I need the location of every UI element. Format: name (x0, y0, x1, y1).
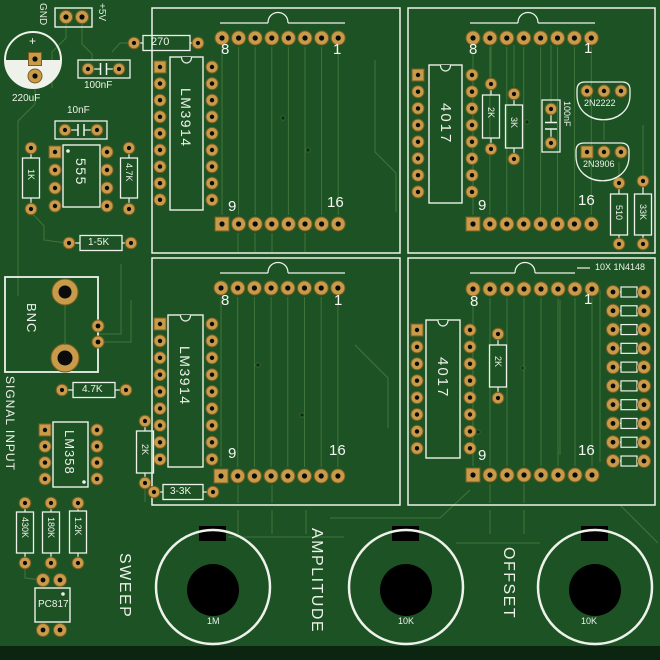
bulk-cap-polarity: + (29, 34, 38, 48)
pin-1-br: 1 (584, 291, 593, 308)
plus5v-label: +5V (96, 3, 107, 22)
pin-9-br: 9 (478, 447, 487, 464)
resistor-2k-tr-label: 2K (486, 107, 496, 119)
pin-16-tl: 16 (327, 194, 344, 211)
pin-9-tr: 9 (478, 197, 487, 214)
pin-16-bl: 16 (329, 442, 346, 459)
pin-16-br: 16 (578, 442, 595, 459)
cap-100nf-left-label: 100nF (84, 80, 113, 91)
pin-9-tl: 9 (228, 198, 237, 215)
resistor-1-5k-label: 1-5K (88, 237, 110, 248)
pin-1-bl: 1 (334, 292, 343, 309)
resistor-270-label: 270 (151, 36, 170, 48)
resistor-3-3k-label: 3-3K (170, 486, 192, 497)
resistor-33k-label: 33K (638, 204, 648, 221)
ic-lm3914-tl-label: LM3914 (178, 88, 194, 148)
amplitude-pot-label: AMPLITUDE (308, 528, 325, 634)
transistor-2n3906-label: 2N3906 (583, 159, 615, 169)
resistor-4k7-top-label: 4.7K (124, 163, 134, 182)
cap-100nf-right-label: 100nF (562, 101, 572, 127)
cap-10nf-label: 10nF (67, 105, 90, 116)
offset-pot-label: OFFSET (500, 547, 517, 620)
pin-1-tl: 1 (333, 41, 342, 58)
resistor-1k-label: 1K (26, 169, 36, 181)
bulk-cap-label: 220uF (12, 93, 41, 104)
diode-array-label: 10X 1N4148 (595, 262, 646, 272)
sweep-pot-value: 1M (207, 616, 220, 626)
bnc-label: BNC (24, 303, 39, 334)
pin-1-tr: 1 (584, 40, 593, 57)
resistor-4k7-mid-label: 4.7K (82, 384, 103, 395)
gnd-label: GND (37, 3, 48, 26)
ic-lm3914-bl-label: LM3914 (177, 346, 193, 406)
ic-555-label: 555 (73, 158, 89, 186)
resistor-3k-label: 3K (509, 117, 519, 129)
pin-9-bl: 9 (228, 445, 237, 462)
resistor-510-label: 510 (614, 205, 624, 221)
ic-pc817-label: PC817 (38, 599, 69, 610)
ic-4017-br-label: 4017 (434, 357, 451, 399)
offset-pot-value: 10K (581, 616, 598, 626)
resistor-2k-left-label: 2K (140, 444, 150, 456)
resistor-2k-br-label: 2K (493, 356, 503, 368)
pin-8-bl: 8 (221, 292, 230, 309)
signal-input-label: SIGNAL INPUT (3, 376, 17, 471)
ic-lm358-label: LM358 (62, 430, 77, 475)
sweep-pot-label: SWEEP (116, 553, 133, 619)
resistor-1-2k-label: 1.2K (73, 517, 83, 536)
resistor-180k-label: 180K (46, 517, 56, 539)
pin-8-br: 8 (470, 293, 479, 310)
pin-16-tr: 16 (578, 192, 595, 209)
pin-8-tr: 8 (469, 41, 478, 58)
resistor-430k-label: 430K (20, 517, 30, 539)
ic-4017-tr-label: 4017 (437, 103, 454, 145)
pin-8-tl: 8 (221, 41, 230, 58)
amplitude-pot-value: 10K (398, 616, 415, 626)
transistor-2n2222-label: 2N2222 (584, 98, 616, 108)
